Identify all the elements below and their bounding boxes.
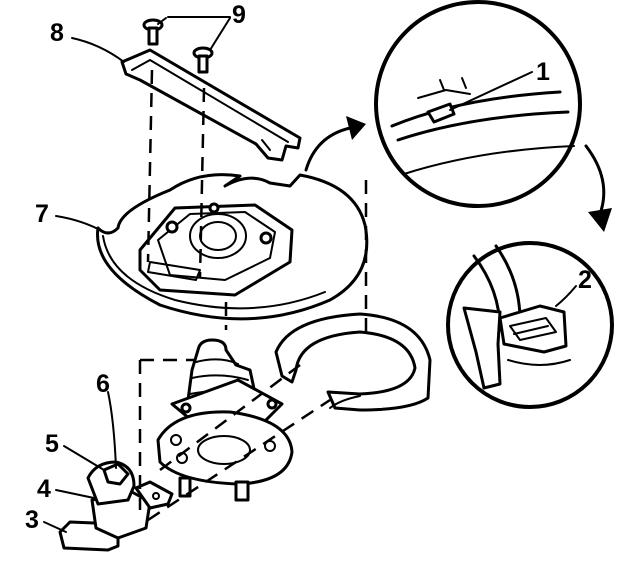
curved-arrow-2 — [584, 144, 612, 232]
brake-shoe-segment — [274, 312, 432, 412]
callout-7: 7 — [35, 200, 49, 228]
callout-4: 4 — [37, 475, 51, 503]
callout-5: 5 — [45, 430, 59, 458]
leader-lines — [43, 16, 577, 533]
hub-flange — [156, 410, 294, 502]
callout-9: 9 — [232, 1, 246, 29]
detail-view-2 — [446, 241, 614, 409]
curved-arrow-1 — [304, 116, 366, 172]
callout-2: 2 — [578, 266, 592, 294]
callout-8: 8 — [50, 19, 64, 47]
callout-1: 1 — [536, 58, 550, 86]
backing-plate — [96, 173, 369, 321]
callout-labels: 9 8 7 1 2 6 5 4 3 — [25, 1, 592, 534]
lever-assembly — [58, 460, 174, 552]
callout-3: 3 — [25, 506, 39, 534]
callout-6: 6 — [96, 370, 110, 398]
assembly-lines — [138, 69, 368, 522]
bolt-right — [192, 46, 214, 74]
bolt-left — [142, 18, 164, 46]
detail-view-1 — [374, 0, 582, 208]
retaining-bracket — [120, 48, 302, 162]
